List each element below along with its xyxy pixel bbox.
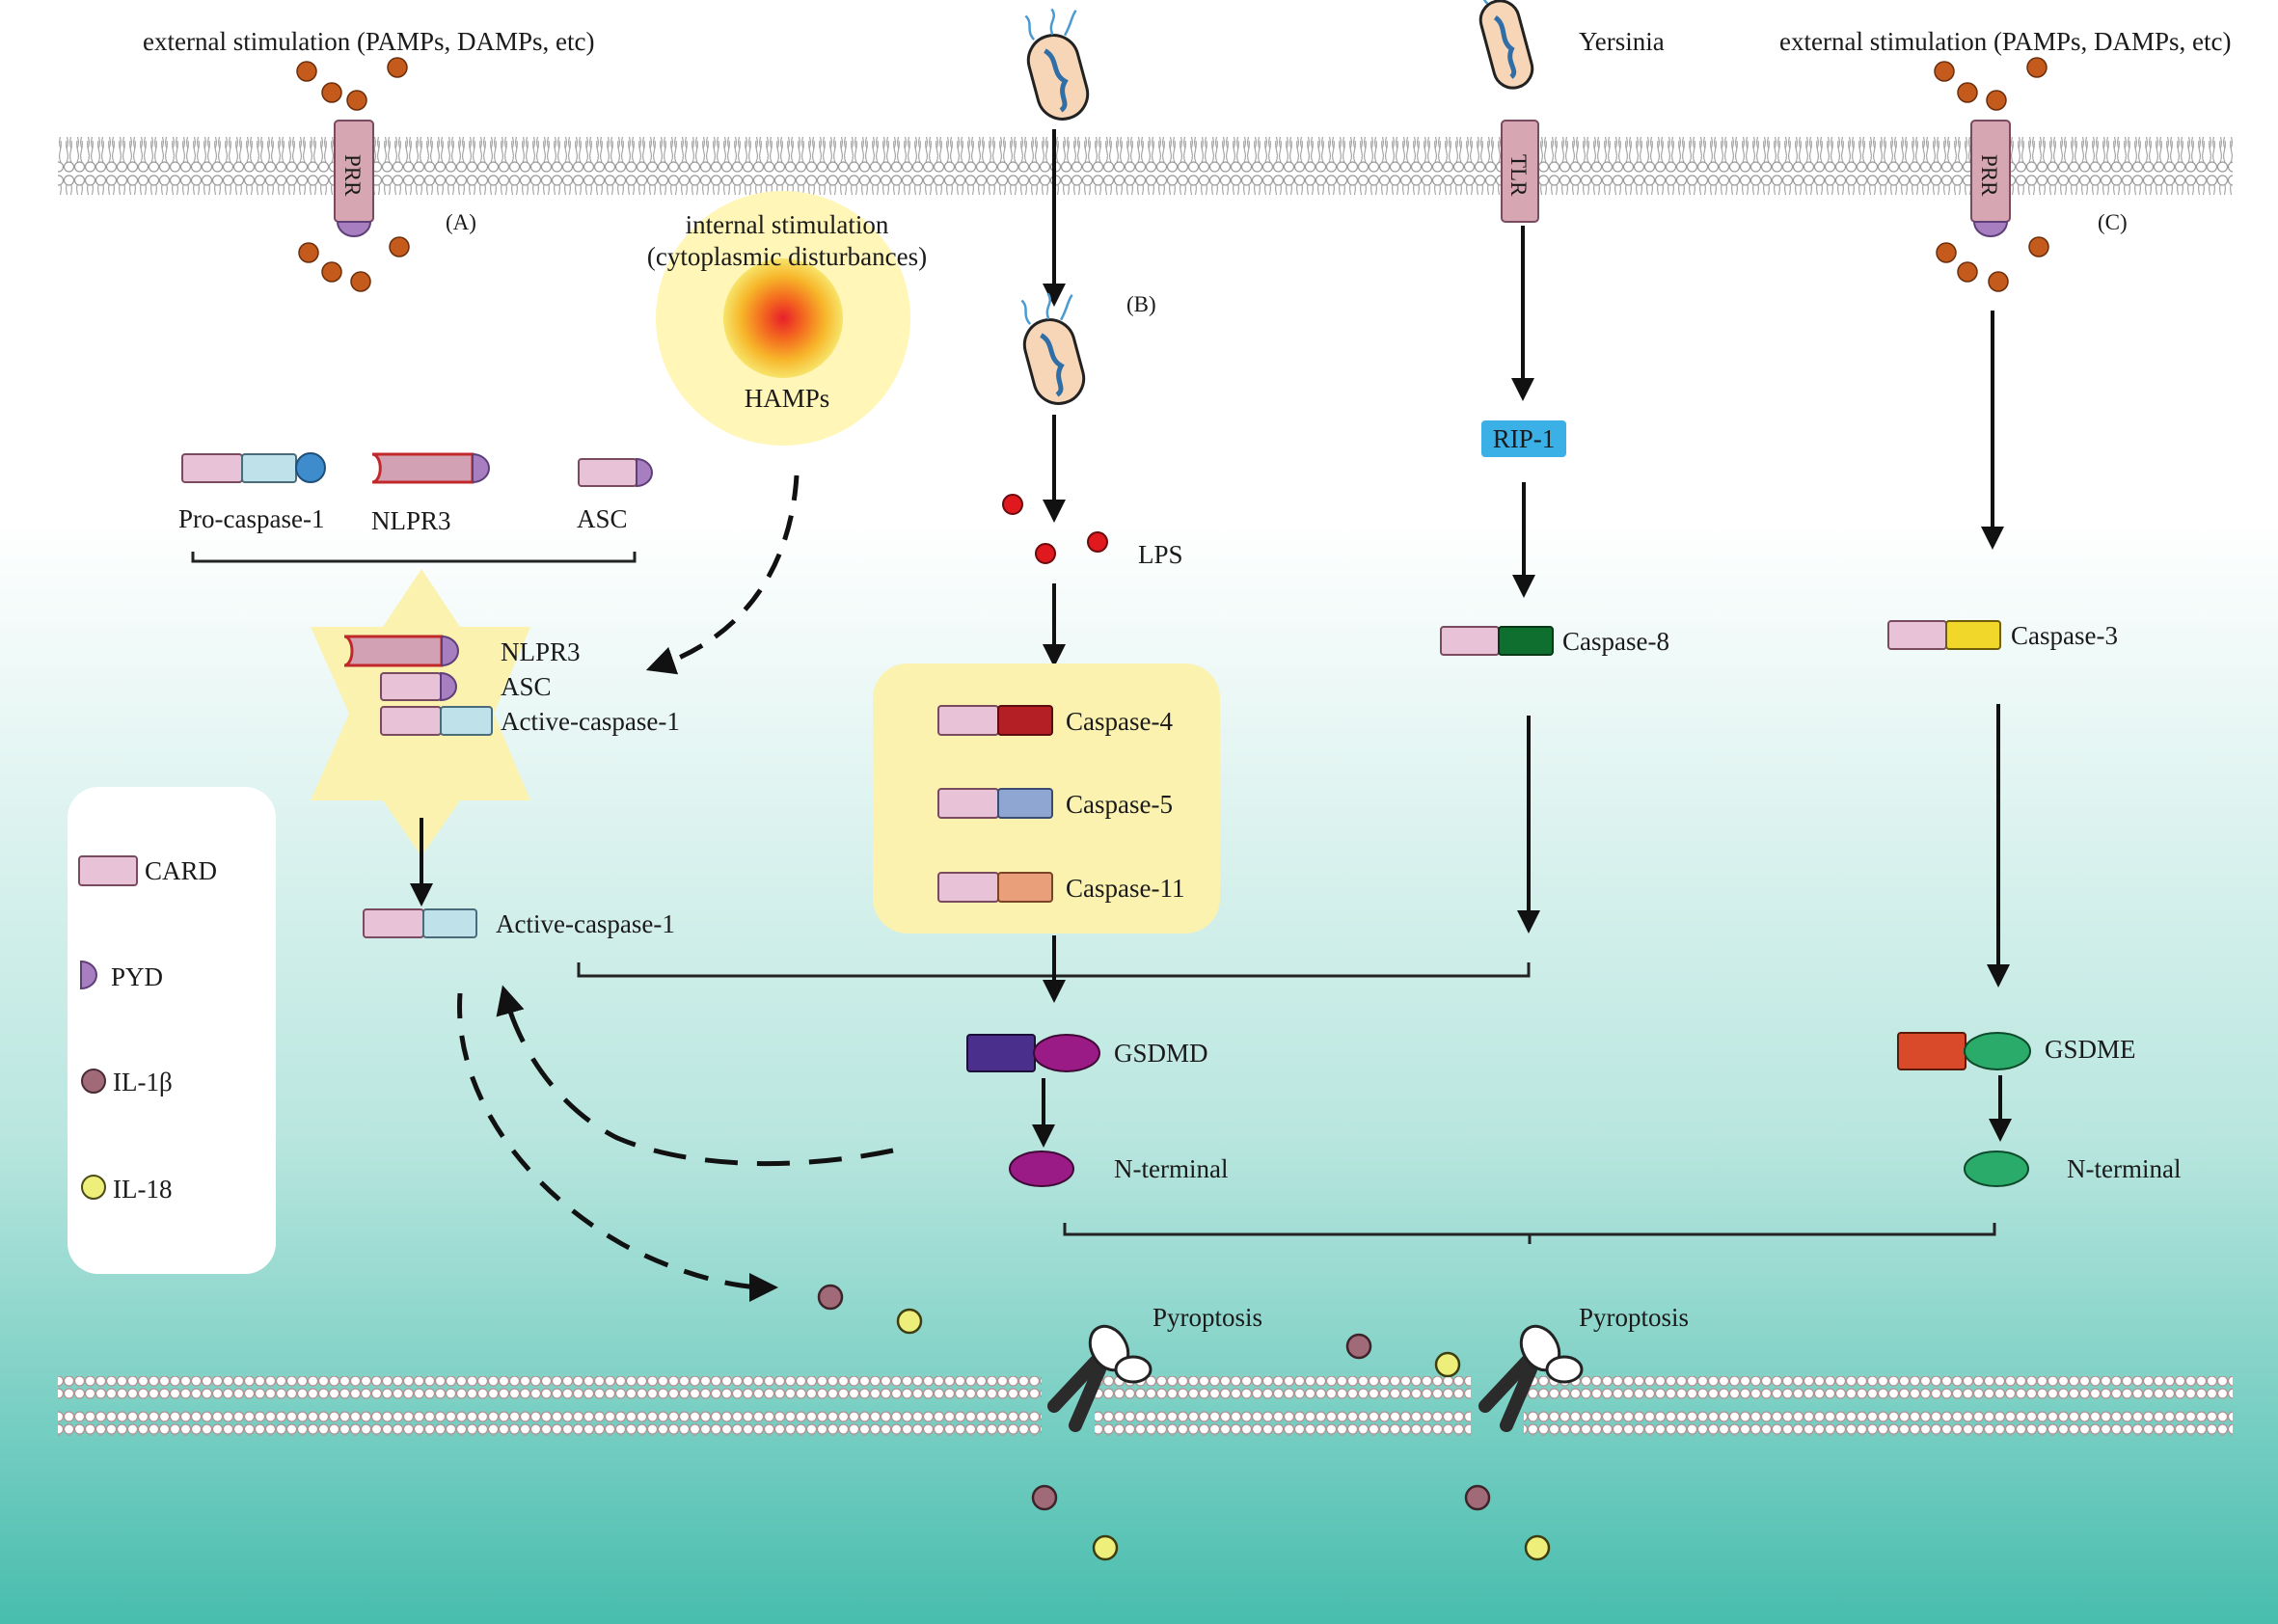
caspase11-label: Caspase-11	[1066, 874, 1184, 903]
caspase3-label: Caspase-3	[2011, 621, 2118, 650]
caspase4-label: Caspase-4	[1066, 707, 1173, 736]
pro-caspase1-label: Pro-caspase-1	[178, 504, 324, 533]
components-bracket	[191, 552, 637, 563]
gsdmd-feedback-arrow	[496, 985, 894, 1167]
top-cell-membrane	[58, 137, 2233, 195]
caspase11-glyph	[937, 872, 1053, 903]
complex-asc-label: ASC	[501, 672, 552, 701]
gsdmd-n-terminal-label: N-terminal	[1114, 1154, 1228, 1183]
tlr-receptor	[1501, 120, 1539, 223]
legend-card-icon	[78, 855, 138, 886]
lps-label: LPS	[1138, 540, 1183, 569]
active-caspase1-glyph	[363, 908, 477, 938]
legend-card-label: CARD	[145, 856, 217, 885]
legend-il1b-label: IL-1β	[113, 1068, 173, 1096]
il1b-cytokines	[817, 1284, 1491, 1511]
left-stimulus-label: external stimulation (PAMPs, DAMPs, etc)	[143, 27, 595, 56]
prr-label-left: PRR	[340, 154, 365, 197]
hamps-to-inflammasome-arrow	[645, 474, 800, 675]
gsdme-n-terminal	[1964, 1150, 2029, 1187]
caspase5-label: Caspase-5	[1066, 790, 1173, 819]
scissors-right-icon	[1478, 1324, 1584, 1432]
rip1-label: RIP-1	[1493, 424, 1556, 453]
gsdmd-c-terminal	[966, 1034, 1036, 1072]
bottom-cell-membrane-left	[58, 1376, 1042, 1436]
bottom-cell-membrane-right	[1524, 1376, 2233, 1436]
internal-stim-line2: (cytoplasmic disturbances)	[647, 242, 927, 271]
gsdmd-n-terminal-domain	[1033, 1034, 1100, 1072]
asc-label: ASC	[577, 504, 628, 533]
legend-il18-icon	[81, 1175, 106, 1200]
left-pamp-dots	[296, 57, 410, 292]
complex-nlpr3-label: NLPR3	[501, 637, 581, 666]
legend-il18-label: IL-18	[113, 1175, 172, 1204]
yersinia-label: Yersinia	[1579, 27, 1665, 56]
n-terminal-merge-bracket	[1063, 1223, 1996, 1244]
nlpr3-glyph	[371, 452, 490, 484]
complex-active-caspase1-label: Active-caspase-1	[501, 707, 680, 736]
hamps-label: HAMPs	[745, 384, 830, 413]
cytokine-release-arrow	[457, 992, 778, 1302]
complex-active-caspase1-glyph	[380, 706, 493, 736]
caspase4-glyph	[937, 705, 1053, 736]
prr-pyd-right	[1972, 221, 2009, 237]
lps-dots	[1002, 494, 1108, 564]
tlr-label: TLR	[1506, 154, 1531, 197]
gsdme-n-terminal-domain	[1964, 1032, 2031, 1070]
label-a: (A)	[446, 210, 476, 234]
legend-panel	[68, 787, 276, 1274]
caspase3-glyph	[1887, 620, 2001, 650]
gsdmd-n-terminal	[1009, 1150, 1074, 1187]
caspase5-glyph	[937, 788, 1053, 819]
bacterium-internalized	[1020, 292, 1086, 405]
yersinia-bacterium	[1478, 0, 1534, 90]
complex-asc-glyph	[380, 671, 457, 702]
label-b: (B)	[1126, 292, 1156, 316]
hamps-core	[723, 258, 843, 378]
caspase8-label: Caspase-8	[1562, 627, 1669, 656]
prr-pyd-left	[336, 221, 372, 237]
il18-cytokines	[896, 1308, 1551, 1561]
legend-il1b-icon	[81, 1069, 106, 1094]
internal-stim-line1: internal stimulation	[686, 210, 889, 239]
pro-caspase1-glyph	[181, 452, 326, 483]
pyroptosis-left-label: Pyroptosis	[1153, 1303, 1262, 1332]
gsdme-label: GSDME	[2045, 1035, 2136, 1064]
rip1-box	[1481, 420, 1566, 457]
bottom-cell-membrane-middle	[1095, 1376, 1471, 1436]
complex-nlpr3-glyph	[343, 635, 459, 667]
gsdmd-label: GSDMD	[1114, 1039, 1208, 1068]
legend-pyd-icon	[80, 960, 97, 990]
bacterium-top	[1024, 8, 1090, 121]
active-caspase1-label: Active-caspase-1	[496, 909, 675, 938]
right-pamp-dots	[1934, 57, 2049, 292]
gsdme-n-terminal-label: N-terminal	[2067, 1154, 2181, 1183]
caspase8-glyph	[1440, 626, 1554, 656]
scissors-left-icon	[1047, 1324, 1153, 1432]
gsdme-c-terminal	[1897, 1032, 1966, 1070]
label-c: (C)	[2098, 210, 2128, 234]
right-stimulus-label: external stimulation (PAMPs, DAMPs, etc)	[1779, 27, 2232, 56]
legend-pyd-label: PYD	[111, 962, 163, 991]
asc-glyph	[578, 457, 653, 488]
nlpr3-label: NLPR3	[371, 506, 451, 535]
pyroptosis-right-label: Pyroptosis	[1579, 1303, 1689, 1332]
prr-label-right: PRR	[1977, 154, 2001, 197]
